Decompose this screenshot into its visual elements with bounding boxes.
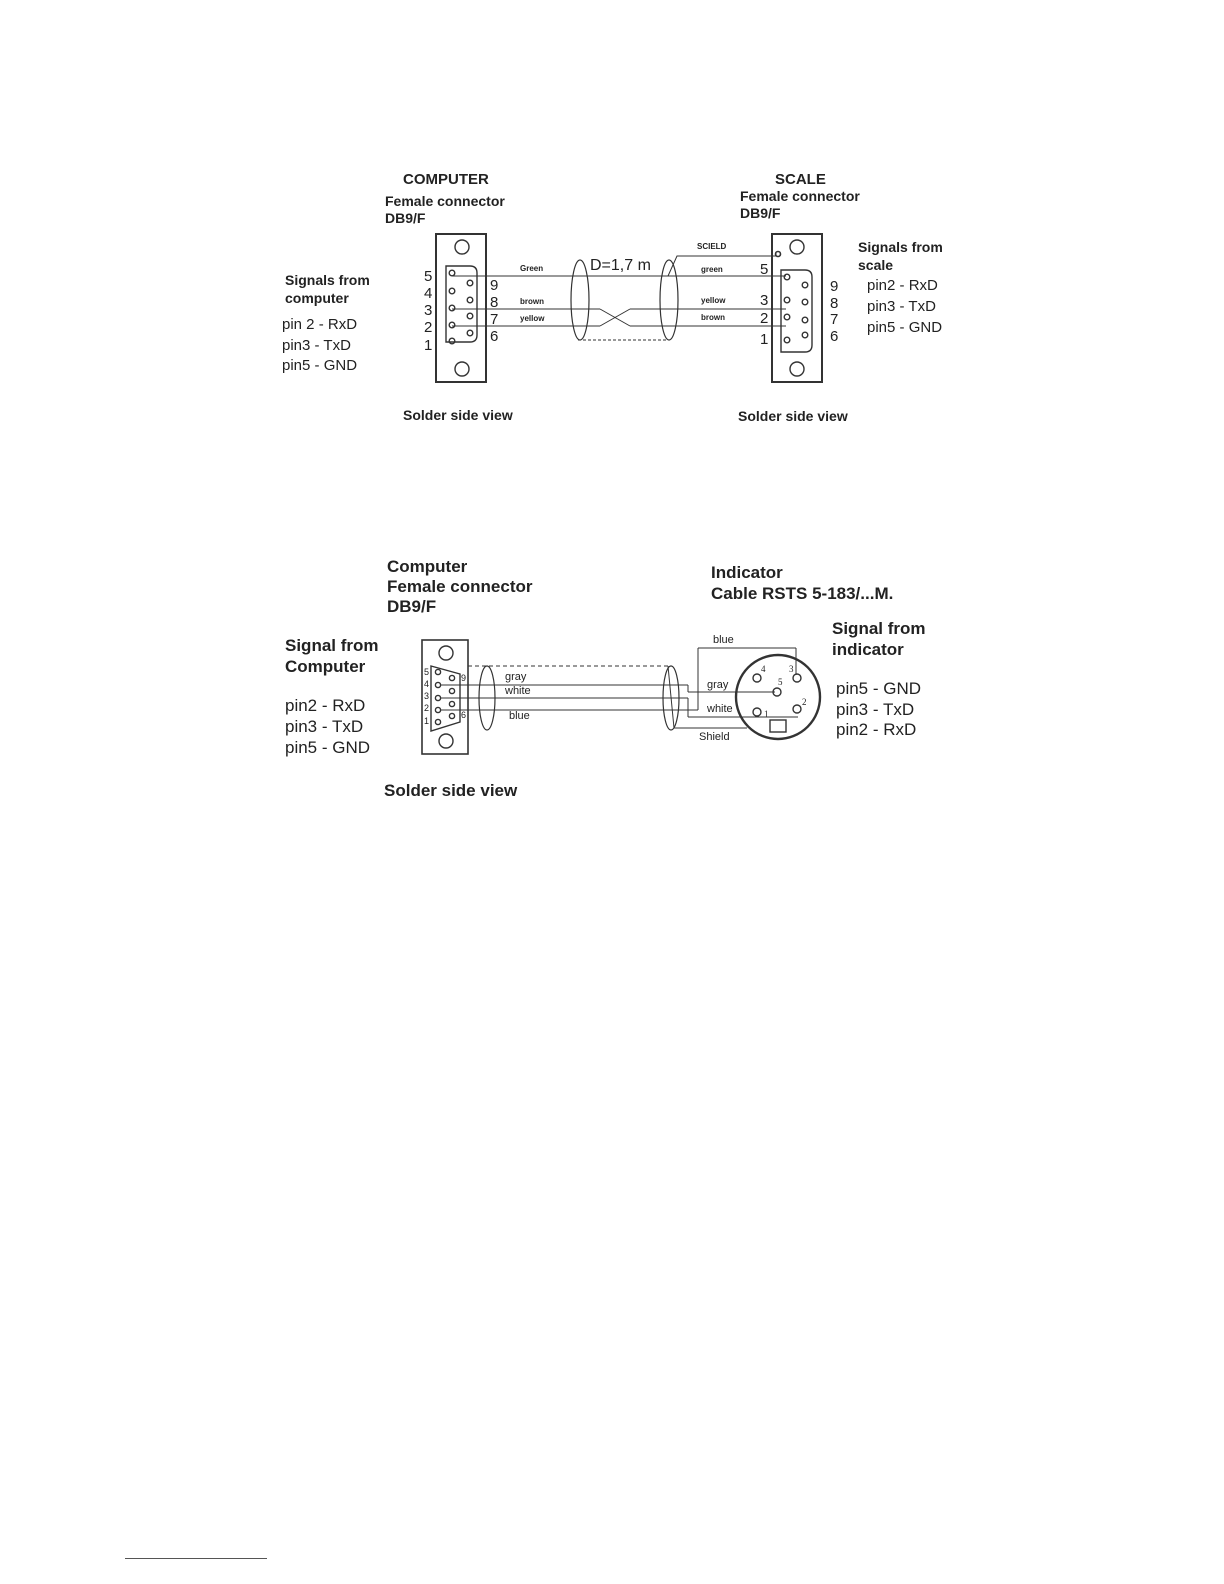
computer-connector-type-2: DB9/F bbox=[387, 597, 437, 616]
wire-label-green: green bbox=[701, 265, 723, 274]
signal-computer-gnd: pin5 - GND bbox=[282, 357, 358, 374]
din-pin-number: 4 bbox=[761, 664, 766, 674]
signal-scale-txd: pin3 - TxD bbox=[867, 298, 936, 315]
signal-computer-title: Signal from bbox=[285, 636, 379, 655]
wire-label-brown: brown bbox=[520, 297, 544, 306]
scale-title: SCALE bbox=[775, 171, 826, 188]
din-pin-number: 5 bbox=[778, 677, 783, 687]
signal-indicator-gnd: pin5 - GND bbox=[836, 679, 922, 698]
signal-computer-txd-2: pin3 - TxD bbox=[285, 717, 364, 736]
indicator-title: Indicator bbox=[711, 563, 783, 582]
wire-label-gray: gray bbox=[707, 679, 729, 691]
shield-label-2: Shield bbox=[699, 731, 730, 743]
pin-number: 8 bbox=[490, 294, 499, 311]
wire-label-gray: gray bbox=[505, 671, 527, 683]
shield-label: SCIELD bbox=[697, 242, 727, 251]
signal-indicator-txd: pin3 - TxD bbox=[836, 700, 915, 719]
din-pin-number: 2 bbox=[802, 697, 807, 707]
pin-number: 5 bbox=[760, 261, 769, 278]
wire-label-blue: blue bbox=[713, 634, 734, 646]
wire-label-yellow: yellow bbox=[701, 296, 726, 305]
wire-label-blue: blue bbox=[509, 710, 530, 722]
signal-indicator-title2: indicator bbox=[832, 640, 904, 659]
pin-number: 2 bbox=[424, 703, 430, 713]
wire-label-green: Green bbox=[520, 264, 544, 273]
signal-scale-gnd: pin5 - GND bbox=[867, 319, 943, 336]
solder-side-view-left: Solder side view bbox=[403, 407, 513, 423]
pin-number: 2 bbox=[424, 319, 433, 336]
computer-title-2: Computer bbox=[387, 557, 468, 576]
wire-label-white: white bbox=[707, 703, 733, 715]
din-pin-number: 3 bbox=[789, 664, 794, 674]
computer-connector-type: DB9/F bbox=[385, 210, 426, 226]
pin-number: 3 bbox=[424, 302, 433, 319]
db9-connector-scale bbox=[771, 233, 823, 383]
pin-number: 4 bbox=[424, 679, 430, 689]
pin-number: 7 bbox=[830, 311, 839, 328]
signal-indicator-title: Signal from bbox=[832, 619, 926, 638]
pin-number: 3 bbox=[760, 292, 769, 309]
wire-label-white: white bbox=[505, 685, 531, 697]
cable-wires-2 bbox=[441, 647, 798, 729]
signals-scale-title2: scale bbox=[858, 257, 894, 273]
wire-label-yellow: yellow bbox=[520, 314, 545, 323]
pin-number: 5 bbox=[424, 667, 430, 677]
signal-computer-txd: pin3 - TxD bbox=[282, 337, 351, 354]
indicator-cable: Cable RSTS 5-183/...M. bbox=[711, 584, 894, 603]
din-pin-number: 1 bbox=[764, 709, 769, 719]
pin-number: 8 bbox=[830, 295, 839, 312]
pin-number: 1 bbox=[424, 337, 433, 354]
pin-number: 1 bbox=[760, 331, 769, 348]
din-connector-indicator bbox=[734, 653, 822, 741]
signals-computer-title: Signals from bbox=[285, 272, 370, 288]
signal-computer-gnd-2: pin5 - GND bbox=[285, 738, 371, 757]
db9-connector-computer bbox=[435, 233, 487, 383]
signals-scale-title: Signals from bbox=[858, 239, 943, 255]
pin-number: 9 bbox=[490, 277, 499, 294]
pin-number: 9 bbox=[830, 278, 839, 295]
pin-number: 6 bbox=[461, 710, 467, 720]
computer-connector-label-2: Female connector bbox=[387, 577, 533, 596]
scale-connector-label: Female connector bbox=[740, 188, 860, 204]
scale-connector-type: DB9/F bbox=[740, 205, 781, 221]
pin-number: 5 bbox=[424, 268, 433, 285]
cable-wires-1 bbox=[452, 250, 786, 341]
cable-length: D=1,7 m bbox=[590, 257, 651, 274]
footnote-divider bbox=[125, 1558, 267, 1559]
db9-connector-computer-2 bbox=[421, 639, 469, 755]
signal-indicator-rxd: pin2 - RxD bbox=[836, 720, 917, 739]
solder-side-view-2: Solder side view bbox=[384, 781, 518, 800]
pin-number: 6 bbox=[830, 328, 839, 345]
wire-label-brown: brown bbox=[701, 313, 725, 322]
computer-title: COMPUTER bbox=[403, 171, 489, 188]
computer-connector-label: Female connector bbox=[385, 193, 505, 209]
pin-number: 7 bbox=[490, 311, 499, 328]
pin-number: 2 bbox=[760, 310, 769, 327]
signal-computer-title2: Computer bbox=[285, 657, 366, 676]
pin-number: 9 bbox=[461, 673, 467, 683]
pin-number: 4 bbox=[424, 285, 433, 302]
pin-number: 3 bbox=[424, 691, 430, 701]
signal-scale-rxd: pin2 - RxD bbox=[867, 277, 938, 294]
signals-computer-title2: computer bbox=[285, 290, 349, 306]
signal-computer-rxd-2: pin2 - RxD bbox=[285, 696, 366, 715]
solder-side-view-right: Solder side view bbox=[738, 408, 848, 424]
pin-number: 6 bbox=[490, 328, 499, 345]
pin-number: 1 bbox=[424, 716, 430, 726]
signal-computer-rxd: pin 2 - RxD bbox=[282, 316, 358, 333]
